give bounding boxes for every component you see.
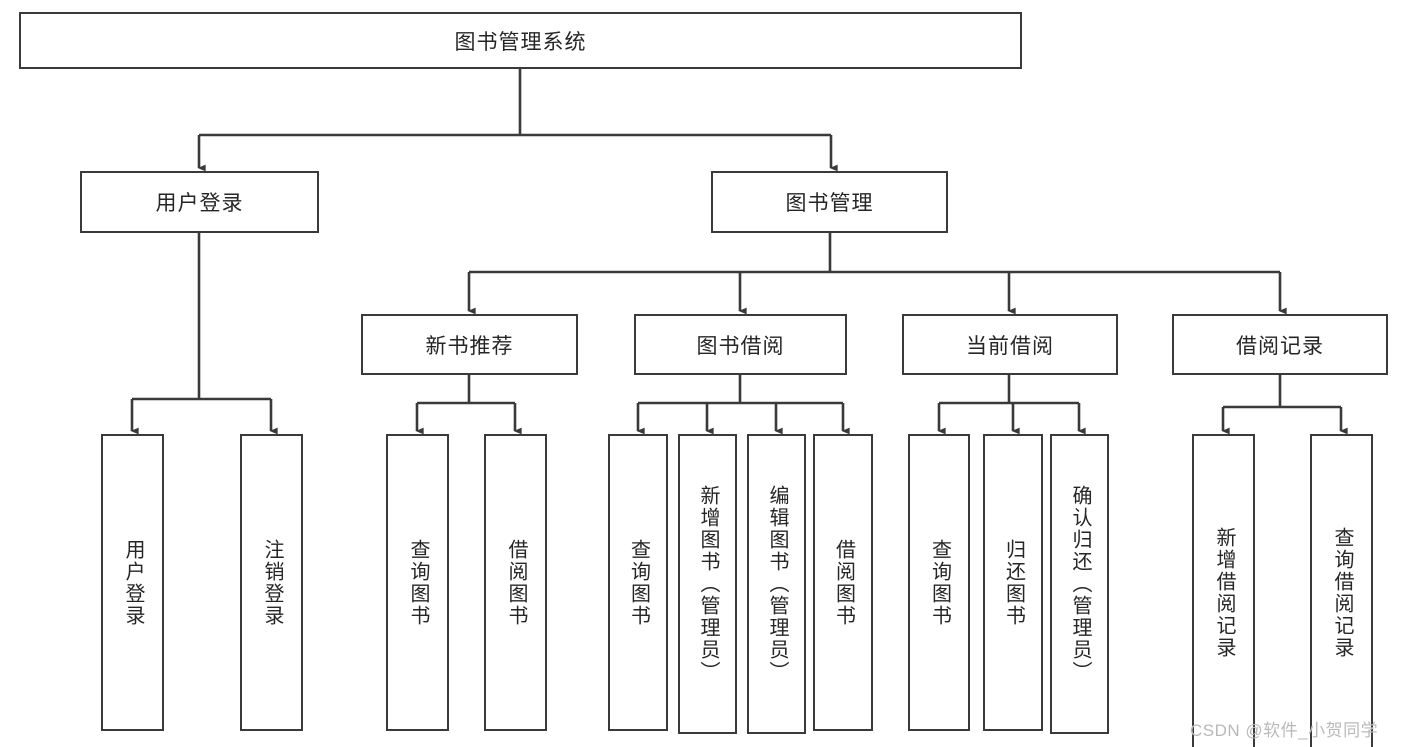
node-root[interactable]: 图书管理系统 <box>19 12 1022 69</box>
node-user-login[interactable]: 用户登录 <box>80 171 319 233</box>
node-leaf-user-login[interactable]: 用户登录 <box>101 434 164 731</box>
node-leaf-add-record[interactable]: 新增借阅记录 <box>1192 434 1255 747</box>
node-label: 当前借阅 <box>966 334 1054 358</box>
node-label: 确认归还（管理员） <box>1069 485 1091 683</box>
node-label: 用户登录 <box>122 538 144 627</box>
node-label: 借阅图书 <box>832 538 855 627</box>
node-label: 查询图书 <box>627 538 650 627</box>
node-label: 查询借阅记录 <box>1331 527 1353 659</box>
node-label: 注销登录 <box>261 538 283 627</box>
node-new-book-recommend[interactable]: 新书推荐 <box>361 314 578 375</box>
node-label: 新增借阅记录 <box>1213 527 1235 659</box>
node-borrow-record[interactable]: 借阅记录 <box>1172 314 1388 375</box>
node-label: 查询图书 <box>407 538 429 627</box>
node-leaf-return-book[interactable]: 归还图书 <box>983 434 1043 731</box>
node-label: 用户登录 <box>155 192 244 215</box>
node-leaf-query-book-2[interactable]: 查询图书 <box>608 434 668 731</box>
node-leaf-add-book[interactable]: 新增图书（管理员） <box>678 434 737 734</box>
csdn-watermark: CSDN @软件_小贺同学 <box>1190 721 1379 740</box>
node-label: 新书推荐 <box>425 334 514 358</box>
node-book-manage[interactable]: 图书管理 <box>711 171 948 233</box>
node-leaf-edit-book[interactable]: 编辑图书（管理员） <box>747 434 806 734</box>
node-leaf-borrow-book-1[interactable]: 借阅图书 <box>484 434 547 731</box>
node-label: 图书管理系统 <box>454 30 587 54</box>
node-label: 借阅记录 <box>1236 334 1324 358</box>
node-leaf-query-record[interactable]: 查询借阅记录 <box>1310 434 1373 747</box>
node-label: 图书管理 <box>785 192 874 215</box>
node-leaf-confirm-return[interactable]: 确认归还（管理员） <box>1050 434 1109 734</box>
node-current-borrow[interactable]: 当前借阅 <box>902 314 1118 375</box>
node-leaf-borrow-book-2[interactable]: 借阅图书 <box>813 434 873 731</box>
node-label: 图书借阅 <box>696 334 785 358</box>
node-label: 编辑图书（管理员） <box>766 485 788 683</box>
node-book-borrow[interactable]: 图书借阅 <box>634 314 847 375</box>
node-leaf-query-book-1[interactable]: 查询图书 <box>386 434 449 731</box>
node-label: 新增图书（管理员） <box>697 485 719 683</box>
node-leaf-query-book-3[interactable]: 查询图书 <box>908 434 970 731</box>
node-leaf-user-logout[interactable]: 注销登录 <box>240 434 303 731</box>
node-label: 借阅图书 <box>505 538 527 627</box>
node-label: 归还图书 <box>1002 538 1025 627</box>
node-label: 查询图书 <box>928 538 951 627</box>
